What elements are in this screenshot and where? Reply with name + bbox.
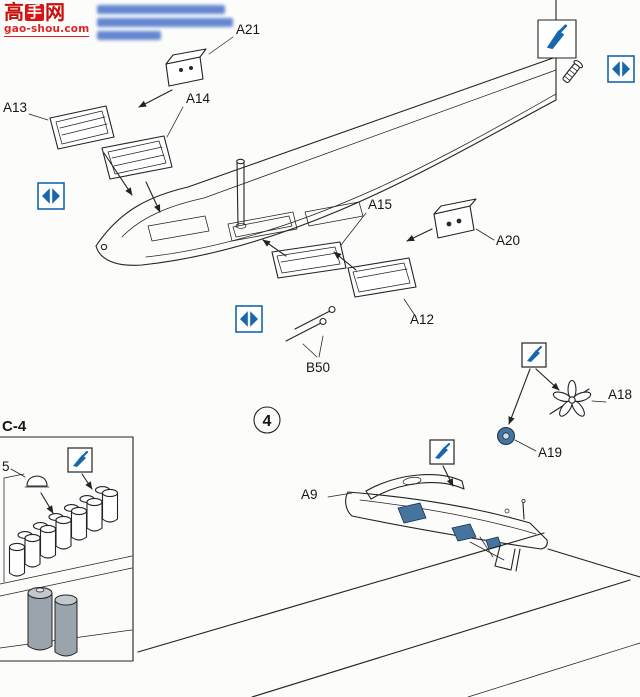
part-label-a19: A19 [538,445,562,460]
part-a15-drawing [271,241,347,279]
cylinder-rack [8,488,119,577]
paint-brush-icon [520,341,548,369]
part-labels-top: A21 A13 A14 A15 A20 A12 B50 [3,22,520,375]
step4-arrows [442,368,560,487]
watermark-url: gao-shou.com [4,23,90,37]
inset-c4: C-4 [0,418,134,662]
blurred-text-line [97,5,225,14]
stern-assembly-drawing [345,474,548,572]
inset-part-label-5: 5 [2,459,10,474]
part-label-a18: A18 [608,387,632,402]
paint-brush-icon [66,446,94,474]
decal-diamond-icon [607,55,635,83]
hub-a19-drawing [497,427,515,445]
part-label-a15: A15 [368,197,392,212]
blurred-text-line [97,18,233,27]
blurred-text-line [97,31,161,40]
hull-top-drawing [95,56,557,266]
decal-diamond-icon [235,305,263,333]
step-number-text: 4 [263,413,272,430]
assembly-arrows [103,89,433,271]
part-label-a13: A13 [3,100,27,115]
part-label-b50: B50 [306,360,330,375]
blurred-note [97,5,233,44]
step-number: 4 [253,406,281,434]
part-label-a14: A14 [186,91,211,106]
tank-cylinders [27,587,78,657]
decal-diamond-icon [37,182,65,210]
screw-icon [562,59,583,83]
part-a20-drawing [433,198,477,239]
hull-profile-lines [137,532,640,697]
watermark-char: 高 [4,0,24,24]
part-a14-drawing [101,135,173,180]
part-label-a21: A21 [236,22,260,37]
inset-label-c4: C-4 [2,418,27,435]
part-a13-drawing [49,105,115,150]
part-label-a9: A9 [301,487,318,502]
paint-brush-icon [428,438,456,466]
watermark-tile-char: 手 [25,2,45,21]
propeller-a18-drawing [549,379,592,417]
part-label-a20: A20 [496,233,520,248]
part-b50-drawing [285,305,336,358]
part-labels-step4: A18 A19 A9 [301,387,632,502]
top-right-callout [537,0,583,83]
watermark-char: 网 [45,0,66,24]
part-a12-drawing [347,257,417,298]
part-label-a12: A12 [410,312,434,327]
paint-brush-icon [546,24,568,50]
watermark: 高 手 网 gao-shou.com [4,0,90,37]
part-a21-drawing [165,48,207,87]
